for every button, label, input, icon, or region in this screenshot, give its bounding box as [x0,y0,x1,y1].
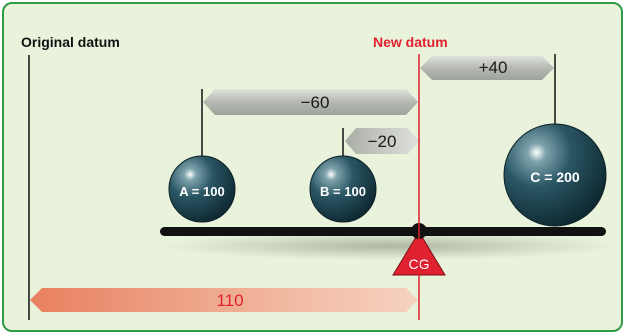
weight-a-label: A = 100 [179,184,224,199]
weight-c-label: C = 200 [530,169,580,185]
arm-c-label: +40 [479,58,508,77]
arm-a-label: −60 [301,93,330,112]
weight-c-ball [503,123,607,227]
weight-a-ball [168,155,236,223]
balance-beam [160,227,606,236]
weight-b-label: B = 100 [320,184,366,199]
total-distance-arrow [30,288,418,312]
arm-a-arrow [203,89,418,115]
weight-b-ball [309,155,377,223]
new-datum-label: New datum [373,34,448,50]
arm-b-arrow [345,128,419,154]
total-distance-label: 110 [216,291,243,310]
beam-shadow [160,232,620,260]
arm-b-label: −20 [368,132,397,151]
original-datum-label: Original datum [21,34,120,50]
arm-c-arrow [420,56,554,80]
